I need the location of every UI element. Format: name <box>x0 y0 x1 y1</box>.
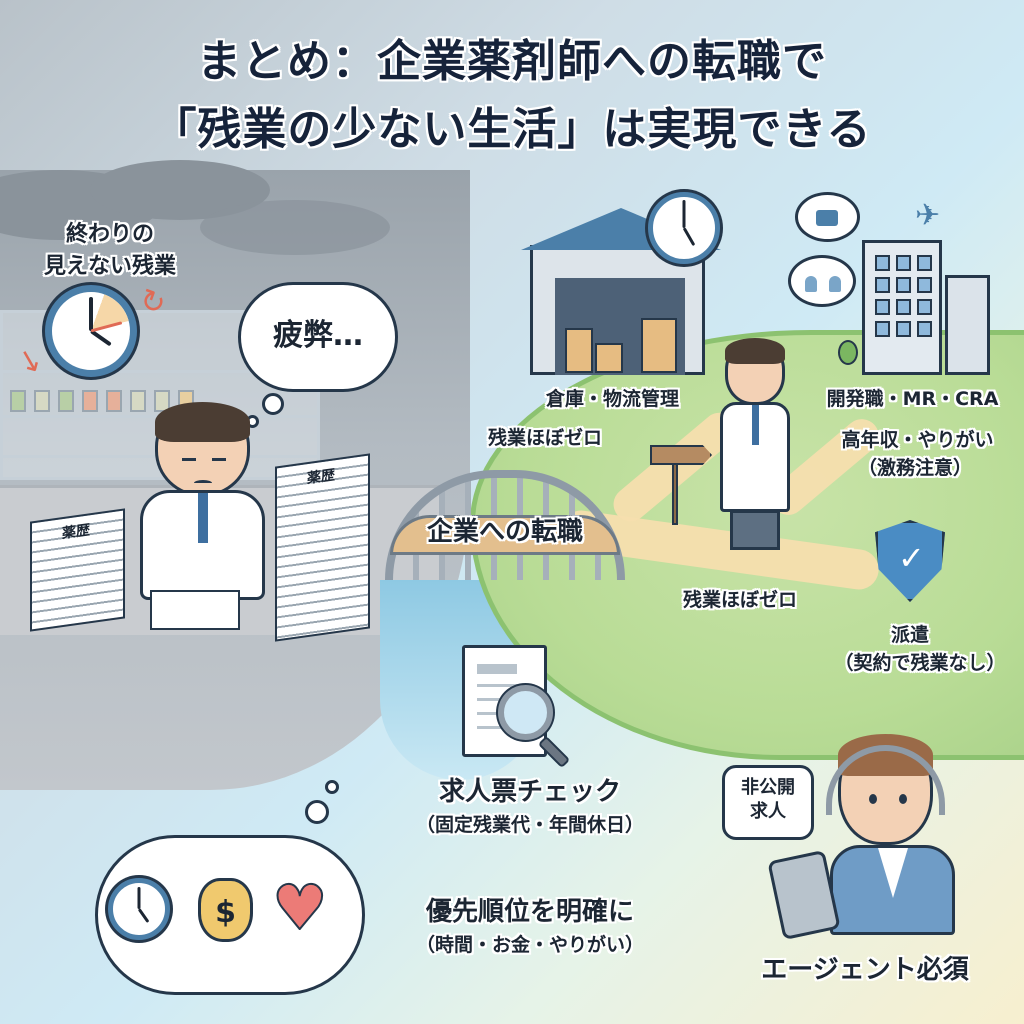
magnifier-icon <box>498 685 553 740</box>
dark-cloud <box>200 200 390 255</box>
video-call-bubble-icon <box>795 192 860 242</box>
warehouse-clock-icon <box>648 192 720 264</box>
office-building-small <box>945 275 990 375</box>
thought-bubble <box>238 282 398 392</box>
thought-dot <box>262 393 284 415</box>
page-title-line2: 「残業の少ない生活」は実現できる <box>152 104 872 155</box>
development-title: 開発職・MR・CRA <box>826 388 999 410</box>
non-public-jobs-speech-bubble: 非公開 求人 <box>722 765 814 840</box>
thought-text: 疲弊… <box>273 318 363 353</box>
tired-pharmacist-coat <box>140 490 265 600</box>
agent-suit <box>830 845 955 935</box>
airplane-icon: ✈ <box>915 198 941 233</box>
confident-pharmacist-coat <box>720 402 790 512</box>
job-posting-check-detail: （固定残業代・年間休日） <box>415 814 644 836</box>
money-bag-icon: $ <box>198 878 253 942</box>
dispatch-title: 派遣 <box>890 624 929 646</box>
dispatch-path-note: 残業ほぼゼロ <box>682 589 797 611</box>
priorities-detail: （時間・お金・やりがい） <box>415 934 644 956</box>
warehouse-note: 残業ほぼゼロ <box>487 427 602 449</box>
job-posting-check-title: 求人票チェック <box>438 777 621 807</box>
thought-dot <box>305 800 329 824</box>
agent-title: エージェント必須 <box>761 955 969 985</box>
document-stack-icon: 薬歴 <box>30 508 125 632</box>
overtime-caption-line2: 見えない残業 <box>43 254 176 279</box>
speech-line1: 非公開 <box>741 777 795 798</box>
tree-icon <box>838 340 858 365</box>
thought-dot <box>325 780 339 794</box>
priorities-title: 優先順位を明確に <box>425 897 634 927</box>
tired-pharmacist-head <box>155 402 250 497</box>
meeting-bubble-icon <box>788 255 856 307</box>
warehouse-title: 倉庫・物流管理 <box>545 388 679 410</box>
warehouse-icon <box>521 208 721 375</box>
office-building-icon <box>862 240 942 375</box>
development-note-line2: （激務注意） <box>857 457 972 479</box>
bridge-label: 企業への転職 <box>426 517 583 547</box>
confident-pharmacist-legs <box>730 510 780 550</box>
tablet-icon <box>767 849 841 941</box>
document-stack-label: 薬歴 <box>307 467 335 488</box>
confident-pharmacist-head <box>725 338 785 405</box>
development-note-line1: 高年収・やりがい <box>841 429 994 451</box>
document-stack-icon: 薬歴 <box>275 453 370 642</box>
overtime-caption-line1: 終わりの <box>65 222 154 247</box>
speech-line2: 求人 <box>750 801 786 822</box>
signpost-icon <box>650 445 712 465</box>
overtime-clock-icon <box>45 285 137 377</box>
dispatch-note: （契約で残業なし） <box>834 652 1006 674</box>
prescription-paper <box>150 590 240 630</box>
time-clock-icon <box>108 878 170 940</box>
page-title-line1: まとめ：企業薬剤師への転職で <box>197 36 827 87</box>
document-stack-label: 薬歴 <box>62 522 90 543</box>
heart-icon: ♥ <box>271 870 329 945</box>
shelf-line <box>0 370 320 373</box>
